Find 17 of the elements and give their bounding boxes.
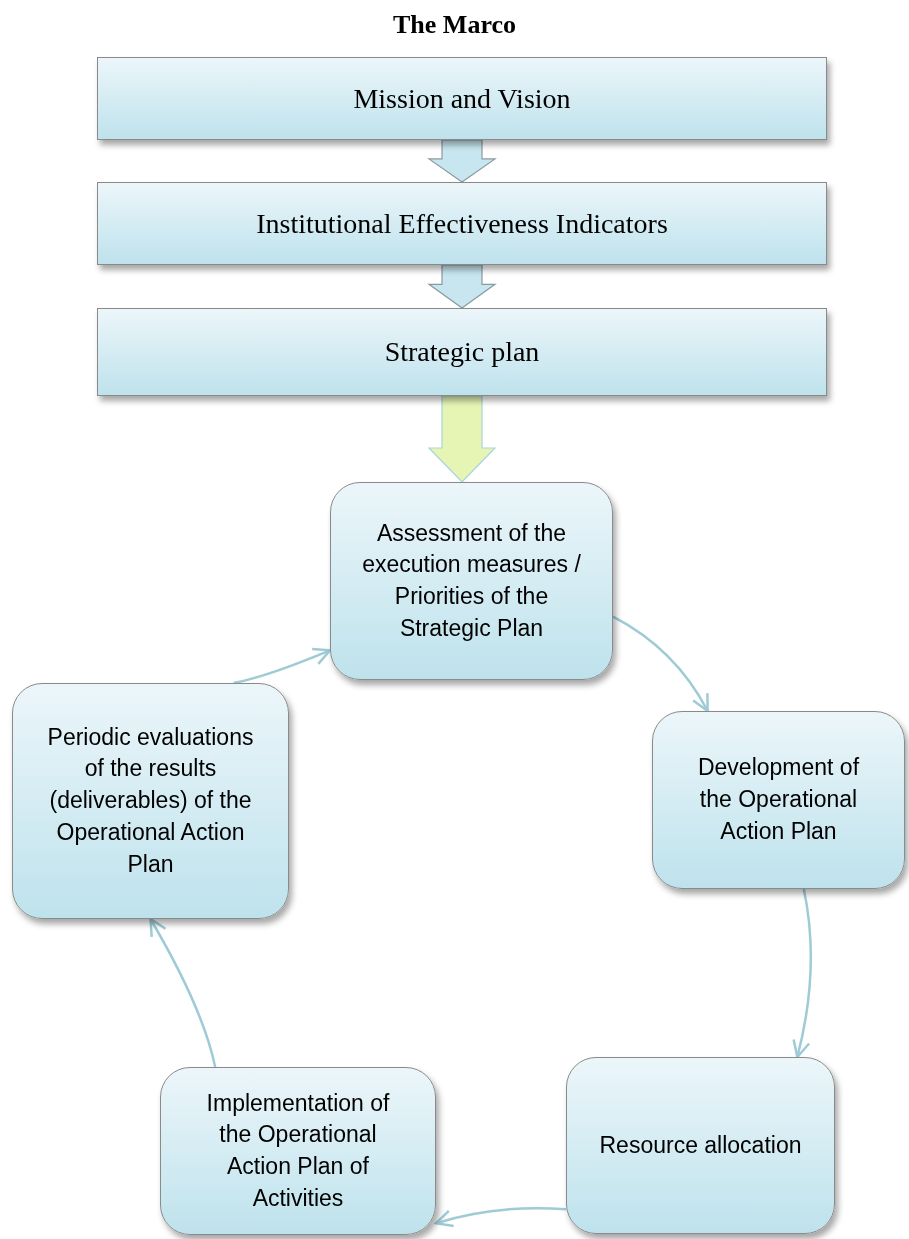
arrow	[434, 1206, 567, 1228]
block-arrow	[427, 395, 497, 483]
block-arrow	[427, 264, 497, 309]
process-box: Assessment of the execution measures / Priorities of the Strategic Plan	[330, 482, 613, 680]
process-box: Periodic evaluations of the results (deliverables) of the Operational Action Plan	[12, 683, 289, 919]
arrow	[792, 888, 813, 1059]
process-band: Mission and Vision	[97, 57, 827, 140]
arrow	[612, 615, 709, 713]
process-band: Strategic plan	[97, 308, 827, 396]
block-arrow	[427, 139, 497, 183]
process-box: Development of the Operational Action Plan	[652, 711, 905, 889]
process-band: Institutional Effectiveness Indicators	[97, 182, 827, 265]
process-box: Implementation of the Operational Action Plan of Activities	[160, 1067, 436, 1235]
process-box: Resource allocation	[566, 1057, 835, 1234]
arrow	[233, 647, 332, 685]
diagram-title: The Marco	[392, 10, 517, 40]
arrow	[149, 917, 217, 1068]
